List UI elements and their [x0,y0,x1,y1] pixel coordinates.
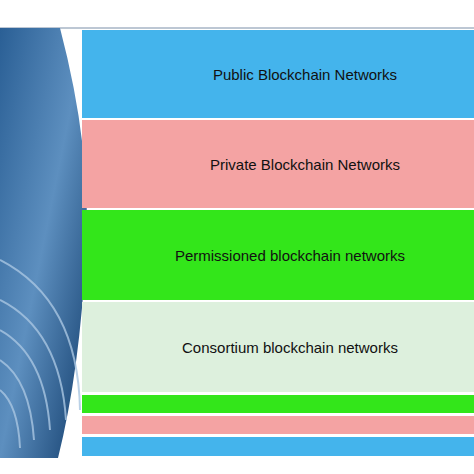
band-label: Public Blockchain Networks [213,66,397,83]
network-band: Private Blockchain Networks [82,120,474,208]
side-shape [0,28,87,458]
band-label: Private Blockchain Networks [210,156,400,173]
network-band: Public Blockchain Networks [82,30,474,118]
band-label: Permissioned blockchain networks [175,247,405,264]
small-band [82,416,474,434]
small-band [82,395,474,413]
side-arcs [0,260,80,448]
network-band: Permissioned blockchain networks [82,210,474,300]
top-rule [0,28,474,29]
band-label: Consortium blockchain networks [182,339,398,356]
small-band [82,437,474,456]
network-band: Consortium blockchain networks [82,302,474,392]
